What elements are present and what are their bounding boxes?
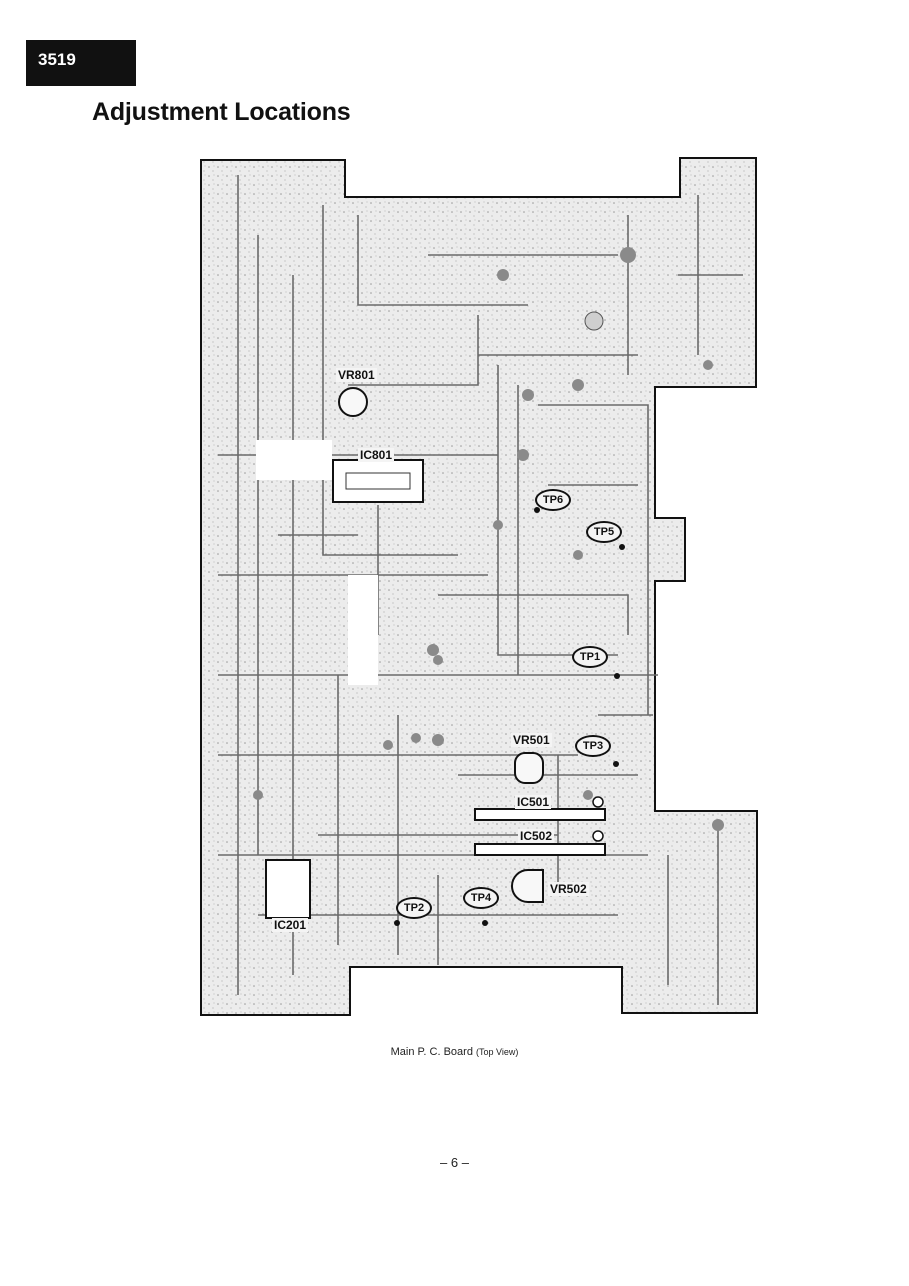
tp2-label: TP2 [403,902,425,914]
vr501-label: VR501 [511,733,552,747]
tp3-marker: TP3 [575,735,611,757]
figure-caption: Main P. C. Board (Top View) [0,1046,909,1058]
vr502-label: VR502 [548,882,589,896]
tp5-marker: TP5 [586,521,622,543]
tp6-marker: TP6 [535,489,571,511]
tp5-label: TP5 [593,526,615,538]
caption-view: (Top View) [476,1047,519,1057]
ic501-label: IC501 [515,795,552,809]
caption-main: Main P. C. Board [390,1046,473,1058]
page-title: Adjustment Locations [92,98,351,126]
main-pc-board-figure: VR801 IC801 VR501 IC501 IC502 VR502 IC20… [198,155,758,1020]
tp1-marker: TP1 [572,646,608,668]
tp4-marker: TP4 [463,887,499,909]
ic502-label: IC502 [518,829,555,843]
tp6-dot [534,507,540,513]
tp3-label: TP3 [582,740,604,752]
vr801-label: VR801 [336,368,377,382]
tp4-dot [482,920,488,926]
tp5-dot [619,544,625,550]
model-number-badge: 3519 [26,40,136,86]
tp6-label: TP6 [542,494,564,506]
tp2-marker: TP2 [396,897,432,919]
ic801-label: IC801 [358,448,395,462]
tp3-dot [613,761,619,767]
model-number: 3519 [38,50,76,69]
tp1-dot [614,673,620,679]
tp2-dot [394,920,400,926]
page-number: – 6 – [440,1155,469,1170]
tp1-label: TP1 [579,651,601,663]
tp4-label: TP4 [470,892,492,904]
ic201-label: IC201 [272,918,309,932]
